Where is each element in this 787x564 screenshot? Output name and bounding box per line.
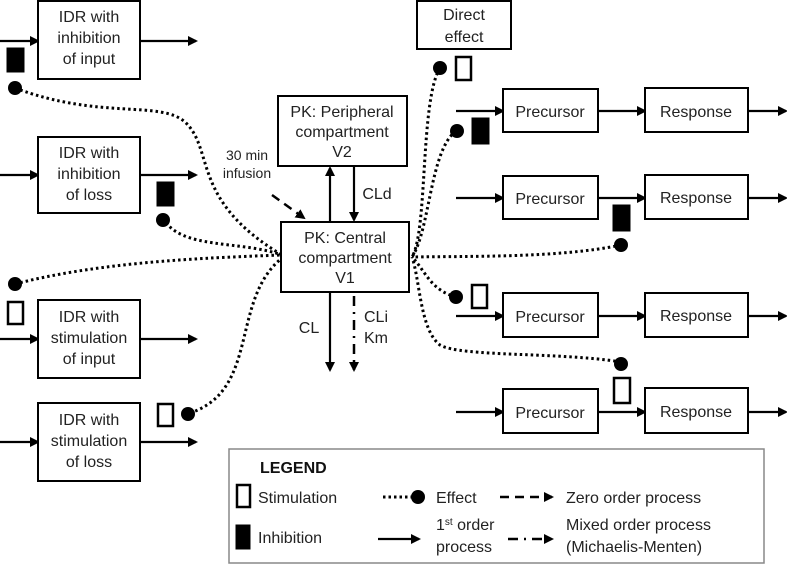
legend-first-order-label-line2: process — [436, 539, 492, 556]
effect-link-chain3 — [410, 255, 457, 299]
pk-central-label: PK: Central — [304, 230, 386, 247]
direct-effect-box: Direct effect — [416, 0, 512, 82]
legend-first-order-text: order — [453, 517, 495, 534]
precursor-chain-1: Precursor Response — [450, 87, 787, 145]
idr-label-line: stimulation — [51, 330, 127, 347]
effect-link-idr-inhibition-input — [14, 86, 283, 257]
precursor-chain-4: Precursor Response — [456, 357, 787, 434]
idr-label-line: of loss — [66, 454, 112, 471]
inhibition-icon — [612, 204, 631, 232]
stimulation-icon — [6, 300, 25, 326]
pk-central-label: V1 — [335, 270, 355, 287]
effect-dot-icon — [614, 238, 628, 252]
infusion-arrow — [271, 193, 306, 220]
pk-peripheral-label: V2 — [332, 144, 352, 161]
effect-link-idr-inhibition-loss — [161, 217, 283, 257]
legend-stimulation-label: Stimulation — [258, 490, 337, 507]
effect-dot-icon — [8, 81, 22, 95]
direct-effect-label: Direct — [443, 7, 485, 24]
precursor-label: Precursor — [515, 405, 585, 422]
effect-link-idr-stimulation-loss — [189, 256, 283, 415]
km-label: Km — [364, 330, 388, 347]
effect-dot-icon — [433, 61, 447, 75]
effect-dot-icon — [614, 357, 628, 371]
effect-link-chain1 — [410, 129, 457, 258]
idr-label-line: IDR with — [59, 145, 119, 162]
idr-label-line: inhibition — [57, 166, 120, 183]
legend-inhibition-icon — [235, 524, 251, 550]
idr-label-line: IDR with — [59, 309, 119, 326]
effect-link-direct-effect — [410, 67, 442, 258]
idr-box-stimulation-loss: IDR with stimulation of loss — [0, 402, 198, 482]
direct-effect-label: effect — [445, 29, 484, 46]
legend-mixed-order-label-line2: (Michaelis-Menten) — [566, 539, 702, 556]
precursor-label: Precursor — [515, 104, 585, 121]
response-label: Response — [660, 104, 732, 121]
stimulation-icon — [470, 283, 489, 310]
response-label: Response — [660, 308, 732, 325]
idr-label-line: inhibition — [57, 30, 120, 47]
legend-first-order-num: 1 — [436, 517, 445, 534]
idr-box-inhibition-input: IDR with inhibition of input — [0, 0, 198, 95]
inhibition-icon — [471, 117, 490, 145]
legend-zero-order-label: Zero order process — [566, 490, 701, 507]
legend-inhibition-label: Inhibition — [258, 530, 322, 547]
effect-dot-icon — [8, 277, 22, 291]
idr-label-line: of loss — [66, 187, 112, 204]
infusion-label: infusion — [223, 165, 271, 181]
legend-mixed-order-label: Mixed order process — [566, 517, 711, 534]
effect-dot-icon — [450, 124, 464, 138]
stimulation-icon — [156, 402, 175, 428]
idr-label-line: stimulation — [51, 433, 127, 450]
idr-label-line: IDR with — [59, 412, 119, 429]
precursor-chain-3: Precursor Response — [449, 283, 787, 338]
cli-label: CLi — [364, 309, 388, 326]
legend: LEGEND Stimulation Inhibition Effect 1st… — [228, 448, 765, 564]
idr-label-line: IDR with — [59, 9, 119, 26]
stimulation-icon — [612, 376, 632, 405]
precursor-label: Precursor — [515, 191, 585, 208]
pk-central-label: compartment — [298, 250, 392, 267]
effect-dot-icon — [449, 290, 463, 304]
idr-label-line: of input — [63, 51, 116, 68]
legend-title: LEGEND — [260, 460, 327, 477]
effect-links — [14, 67, 622, 415]
legend-stimulation-icon — [235, 483, 252, 509]
effect-link-chain2 — [411, 243, 622, 259]
legend-first-order-label: 1st order — [436, 517, 495, 535]
pk-central-compartment: PK: Central compartment V1 — [280, 221, 410, 293]
inhibition-icon — [6, 47, 25, 73]
stimulation-icon — [454, 55, 473, 82]
pk-peripheral-label: compartment — [295, 124, 389, 141]
legend-effect-dot-icon — [411, 490, 425, 504]
cl-label: CL — [299, 320, 320, 337]
legend-first-order-sup: st — [445, 517, 453, 528]
effect-link-chain4 — [410, 256, 622, 364]
pk-peripheral-compartment: PK: Peripheral compartment V2 — [277, 95, 408, 167]
idr-box-inhibition-loss: IDR with inhibition of loss — [0, 136, 198, 227]
pk-peripheral-label: PK: Peripheral — [290, 104, 393, 121]
infusion-label: 30 min — [226, 147, 268, 163]
precursor-chain-2: Precursor Response — [456, 174, 787, 252]
legend-effect-label: Effect — [436, 490, 477, 507]
effect-dot-icon — [156, 213, 170, 227]
inhibition-icon — [156, 181, 175, 207]
precursor-label: Precursor — [515, 309, 585, 326]
cld-label: CLd — [362, 186, 391, 203]
idr-label-line: of input — [63, 351, 116, 368]
response-label: Response — [660, 190, 732, 207]
effect-dot-icon — [181, 407, 195, 421]
idr-box-stimulation-input: IDR with stimulation of input — [0, 277, 198, 379]
response-label: Response — [660, 404, 732, 421]
effect-link-idr-stimulation-input — [14, 253, 283, 286]
